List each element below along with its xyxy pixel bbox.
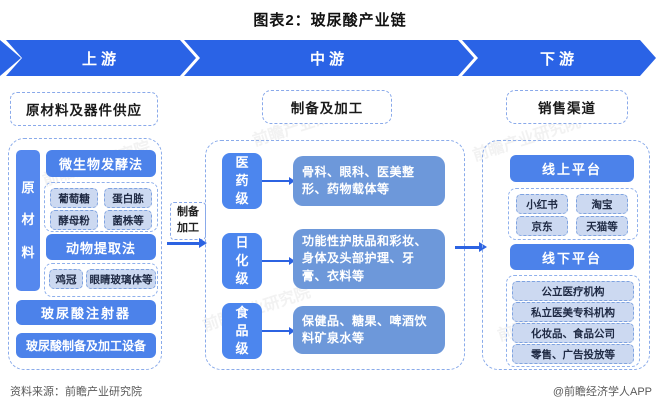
chip-vitreous-body: 眼睛玻璃体等 <box>86 269 156 289</box>
grade-cosmetic-box: 日化级 <box>222 233 262 289</box>
chip-peptone: 蛋白胨 <box>104 188 152 208</box>
source-note: 资料来源：前瞻产业研究院 <box>10 386 142 398</box>
process-arrow-label-box: 制备加工 <box>170 202 206 240</box>
chip-jd: 京东 <box>516 216 568 236</box>
pharma-arrow-icon <box>262 176 295 186</box>
food-arrow-icon <box>262 326 295 336</box>
injector-box: 玻尿酸注射器 <box>16 300 156 325</box>
upstream-header: 原材料及器件供应 <box>10 92 158 126</box>
chip-retail-advertising: 零售、广告投放等 <box>512 344 634 364</box>
cosmetic-applications-box: 功能性护肤品和彩妆、身体及头部护理、牙膏、衣料等 <box>293 229 445 289</box>
grade-pharma-label: 医药级 <box>235 154 249 207</box>
animal-items-group <box>44 263 158 297</box>
midstream-header: 制备及加工 <box>262 90 392 124</box>
chip-cockscomb: 鸡冠 <box>49 269 83 289</box>
chip-strains: 菌株等 <box>104 210 152 230</box>
chip-xiaohongshu: 小红书 <box>516 194 568 214</box>
grade-food-label: 食品级 <box>235 304 249 357</box>
process-arrow-label: 制备加工 <box>177 206 199 234</box>
credit-note: @前瞻经济学人APP <box>552 386 652 398</box>
chip-yeast-powder: 酵母粉 <box>50 210 98 230</box>
chip-taobao: 淘宝 <box>576 194 628 214</box>
equipment-box: 玻尿酸制备及加工设备 <box>16 333 156 358</box>
raw-material-label: 原材料 <box>21 179 35 260</box>
banner-midstream: 中游 <box>184 40 474 76</box>
downstream-container <box>482 140 650 370</box>
chip-cosmetics-food-company: 化妆品、食品公司 <box>512 323 634 343</box>
chip-tmall: 天猫等 <box>576 216 628 236</box>
pharma-applications-box: 骨科、眼科、医美整形、药物载体等 <box>293 156 445 206</box>
chip-glucose: 葡萄糖 <box>50 188 98 208</box>
chip-private-medical: 私立医美专科机构 <box>512 302 634 322</box>
grade-cosmetic-label: 日化级 <box>235 234 249 287</box>
upstream-to-midstream-arrow-icon <box>167 237 207 249</box>
downstream-header: 销售渠道 <box>506 90 628 124</box>
animal-extraction-box: 动物提取法 <box>46 234 156 260</box>
midstream-to-downstream-arrow-icon <box>455 241 487 253</box>
banner-downstream: 下游 <box>462 40 656 76</box>
online-items-group <box>508 188 638 240</box>
online-platform-box: 线上平台 <box>510 155 634 182</box>
banner-upstream: 上游 <box>6 40 196 76</box>
fermentation-method-box: 微生物发酵法 <box>46 150 156 177</box>
grade-pharma-box: 医药级 <box>222 153 262 209</box>
upstream-container <box>8 138 162 370</box>
fermentation-items-group <box>44 182 158 232</box>
grade-food-box: 食品级 <box>222 303 262 359</box>
page-title: 图表2：玻尿酸产业链 <box>253 12 407 29</box>
midstream-container <box>205 140 465 370</box>
offline-items-group <box>506 275 640 367</box>
offline-platform-box: 线下平台 <box>510 244 634 270</box>
food-applications-box: 保健品、糖果、啤酒饮料矿泉水等 <box>293 306 445 354</box>
chip-public-medical: 公立医疗机构 <box>512 281 634 301</box>
cosmetic-arrow-icon <box>262 256 295 266</box>
raw-material-vertical-box: 原材料 <box>16 150 40 291</box>
